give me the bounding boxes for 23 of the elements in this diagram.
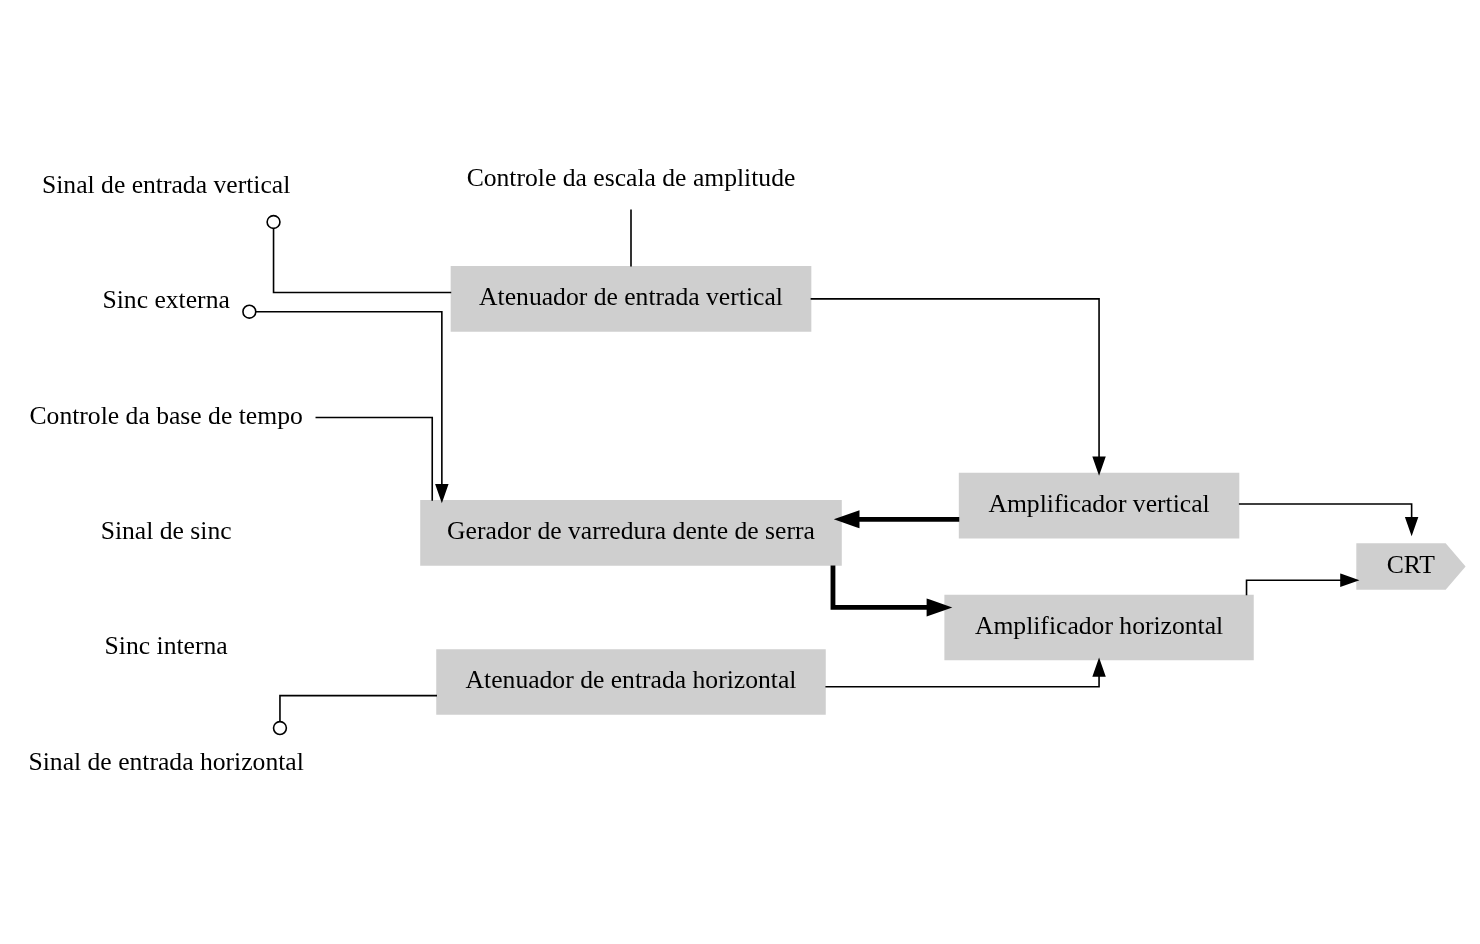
connector — [314, 416, 434, 502]
label: Sinc interna — [104, 631, 228, 661]
arrow — [242, 304, 449, 504]
arrow — [830, 565, 953, 617]
arrow — [1238, 503, 1419, 537]
node-text: Controle da base de tempo — [29, 400, 303, 430]
node-text: Sinal de entrada horizontal — [28, 746, 304, 776]
connector — [266, 214, 453, 294]
node-box: Atenuador de entrada vertical — [450, 266, 812, 332]
connector — [630, 208, 632, 268]
connector — [272, 694, 438, 736]
arrow — [824, 657, 1106, 688]
arrow — [833, 510, 960, 529]
node-box: Atenuador de entrada horizontal — [436, 649, 826, 715]
label: Sinal de sinc — [100, 516, 232, 545]
node-box: Gerador de varredura dente de serra — [420, 500, 842, 566]
node-box: Amplificador horizontal — [944, 594, 1254, 661]
node-text: Sinc externa — [102, 285, 230, 315]
arrow — [1245, 573, 1360, 596]
arrow — [809, 298, 1106, 476]
node-text: Sinal de entrada vertical — [41, 169, 291, 199]
node-text: Controle da escala de amplitude — [466, 163, 796, 193]
node-box: Amplificador vertical — [958, 472, 1240, 539]
